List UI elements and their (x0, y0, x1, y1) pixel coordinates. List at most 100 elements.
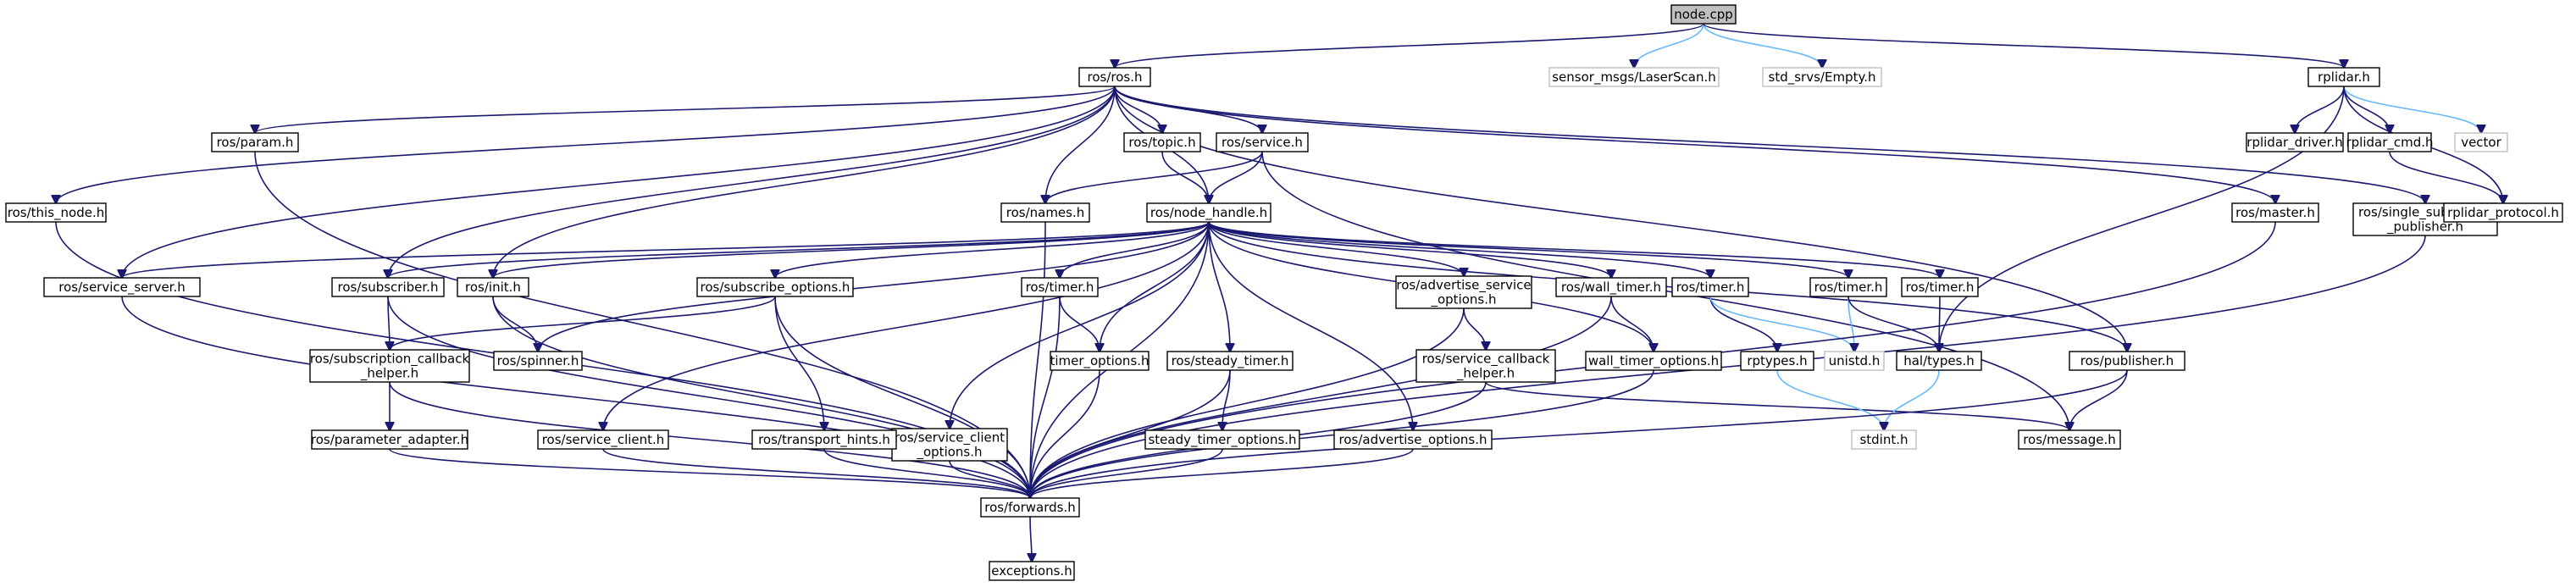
node-topic[interactable]: ros/topic.h (1123, 132, 1201, 152)
node-label: _options.h (1430, 292, 1496, 308)
node-param[interactable]: ros/param.h (211, 132, 299, 152)
node-label: rplidar_driver.h (2246, 135, 2342, 151)
node-box (1216, 132, 1309, 152)
node-label: _options.h (916, 445, 982, 461)
edge-line (1030, 235, 2426, 498)
node-hal-types[interactable]: hal/types.h (1896, 351, 1982, 371)
edge-line (389, 381, 1030, 498)
node-box (1144, 429, 1300, 450)
edge-line (493, 221, 1210, 278)
edge-line (1463, 307, 1486, 350)
node-adv-service-options[interactable]: ros/advertise_service_options.h (1395, 275, 1532, 309)
edge-transport_hints-to-forwards (823, 448, 1030, 498)
node-rplidar-protocol[interactable]: rplidar_protocol.h (2443, 202, 2563, 223)
node-label: ros/service_client (895, 430, 1005, 446)
node-subscriber[interactable]: ros/subscriber.h (331, 277, 445, 297)
node-label: ros/steady_timer.h (1172, 353, 1289, 369)
node-empty: std_srvs/Empty.h (1762, 67, 1882, 87)
node-rptypes[interactable]: rptypes.h (1740, 351, 1814, 371)
node-timer1[interactable]: ros/timer.h (1021, 277, 1099, 297)
edge-line (1208, 221, 1611, 278)
edge-line (1776, 369, 1884, 430)
node-rplidar-driver[interactable]: rplidar_driver.h (2246, 132, 2344, 152)
edge-line (1208, 221, 1230, 352)
node-label: ros/forwards.h (984, 500, 1075, 515)
node-rplidar[interactable]: rplidar.h (2307, 67, 2380, 87)
edge-timer2-to-rptypes (1709, 296, 1777, 352)
node-service-client[interactable]: ros/service_client.h (537, 429, 669, 450)
edge-line (1208, 221, 1940, 278)
node-spinner[interactable]: ros/spinner.h (493, 351, 583, 371)
node-parameter-adapter[interactable]: ros/parameter_adapter.h (311, 429, 468, 450)
node-label: ros/message.h (2023, 432, 2116, 447)
node-timer3[interactable]: ros/timer.h (1809, 277, 1887, 297)
edge-line (1208, 221, 2127, 352)
edge-line (1030, 296, 1612, 498)
node-steady-timer-options[interactable]: steady_timer_options.h (1144, 429, 1300, 450)
edge-publisher-to-message (2069, 369, 2128, 430)
edge-line (1709, 296, 1777, 352)
node-exceptions[interactable]: exceptions.h (989, 561, 1075, 581)
node-names[interactable]: ros/names.h (1000, 202, 1090, 223)
node-timer2[interactable]: ros/timer.h (1671, 277, 1749, 297)
node-forwards[interactable]: ros/forwards.h (980, 497, 1080, 518)
edge-line (493, 86, 1116, 278)
edge-steady_timer-to-steady_timer_options (1222, 369, 1231, 430)
node-box (5, 202, 107, 223)
edge-ros_ros-to-init (493, 86, 1116, 278)
edge-rptypes-to-stdint (1776, 369, 1884, 430)
node-service-client-options[interactable]: ros/service_client_options.h (891, 428, 1008, 462)
node-label: ros/advertise_service (1396, 278, 1531, 294)
node-box (2069, 351, 2185, 371)
edge-line (1114, 86, 1162, 133)
edge-steady_timer-to-forwards (1030, 369, 1231, 498)
node-service-cb-helper[interactable]: ros/service_callback_helper.h (1415, 349, 1556, 383)
node-wall-timer[interactable]: ros/wall_timer.h (1555, 277, 1667, 297)
node-label: ros/this_node.h (8, 205, 104, 221)
edge-rplidar_cmd-to-rplidar_protocol (2389, 151, 2503, 203)
node-node-handle[interactable]: ros/node_handle.h (1146, 202, 1271, 223)
edge-service-to-node_handle (1209, 151, 1263, 203)
edge-line (1222, 369, 1231, 430)
node-box (1021, 277, 1099, 297)
node-box (1740, 351, 1814, 371)
node-label: node.cpp (1674, 7, 1733, 22)
edge-line (1848, 296, 1854, 352)
node-label: stdint.h (1859, 432, 1908, 447)
edge-rplidar-to-vector (2343, 86, 2481, 133)
node-steady-timer[interactable]: ros/steady_timer.h (1166, 351, 1294, 371)
node-this-node[interactable]: ros/this_node.h (5, 202, 107, 223)
node-timer4[interactable]: ros/timer.h (1901, 277, 1979, 297)
edge-ros_ros-to-subscriber (388, 86, 1116, 278)
node-service[interactable]: ros/service.h (1216, 132, 1309, 152)
node-service-server[interactable]: ros/service_server.h (43, 277, 201, 297)
node-publisher[interactable]: ros/publisher.h (2069, 351, 2185, 371)
edge-wall_timer-to-wall_timer_options (1610, 296, 1654, 352)
node-init[interactable]: ros/init.h (457, 277, 529, 297)
node-laserscan: sensor_msgs/LaserScan.h (1548, 67, 1720, 87)
node-node-cpp[interactable]: node.cpp (1670, 4, 1737, 25)
node-label: sensor_msgs/LaserScan.h (1552, 69, 1716, 86)
node-rplidar-cmd[interactable]: rplidar_cmd.h (2346, 132, 2434, 152)
node-ros-ros[interactable]: ros/ros.h (1078, 67, 1151, 87)
edge-ros_ros-to-single_sub_pub (1114, 86, 2425, 203)
node-label: std_srvs/Empty.h (1769, 69, 1876, 86)
edge-ros_ros-to-service_server (122, 86, 1116, 278)
node-advertise-options[interactable]: ros/advertise_options.h (1333, 429, 1493, 450)
edge-publisher-to-forwards (1030, 369, 2128, 498)
node-layer: node.cpp ros/ros.h sensor_msgs/LaserScan.h… (5, 4, 2563, 581)
node-box (211, 132, 299, 152)
edge-node_cpp-to-rplidar (1703, 23, 2344, 68)
node-transport-hints[interactable]: ros/transport_hints.h (751, 429, 897, 450)
node-wall-timer-options[interactable]: wall_timer_options.h (1585, 351, 1722, 371)
node-label: ros/timer.h (1026, 280, 1094, 295)
node-master[interactable]: ros/master.h (2231, 202, 2319, 223)
edge-ros_ros-to-param (255, 86, 1116, 133)
edge-parameter_adapter-to-forwards (389, 448, 1030, 498)
edge-node_handle-to-steady_timer (1208, 221, 1230, 352)
node-subscribe-options[interactable]: ros/subscribe_options.h (696, 277, 854, 297)
node-timer-options[interactable]: timer_options.h (1050, 351, 1150, 371)
edge-line (1114, 86, 2425, 203)
node-sub-cb-helper[interactable]: ros/subscription_callback_helper.h (309, 349, 470, 383)
node-message[interactable]: ros/message.h (2018, 429, 2121, 450)
